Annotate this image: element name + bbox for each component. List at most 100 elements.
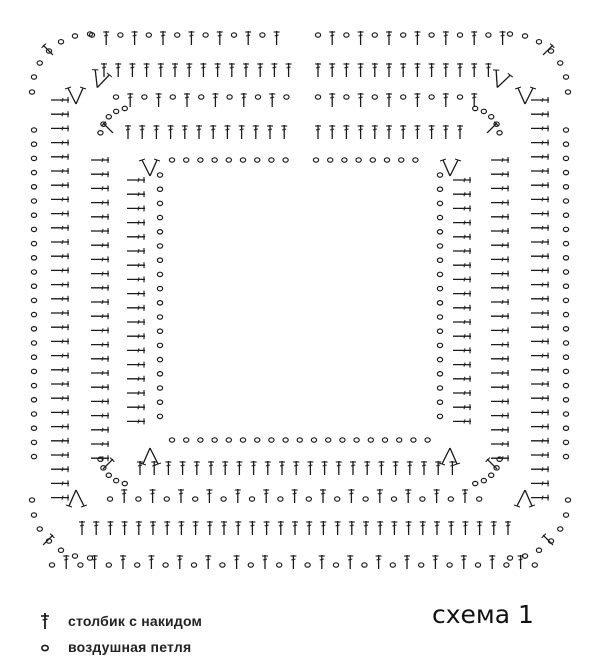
double-crochet-stitch (186, 63, 193, 77)
double-crochet-stitch (531, 466, 549, 473)
chain-stitch (71, 553, 79, 559)
double-crochet-stitch (51, 381, 69, 387)
double-crochet-stitch (531, 310, 549, 316)
chain-stitch (30, 212, 38, 219)
double-crochet-stitch (51, 253, 69, 260)
double-crochet-stitch (531, 381, 549, 387)
chain-stitch (436, 370, 444, 377)
stitch-fan (64, 86, 87, 105)
chain-stitch (562, 226, 570, 233)
double-crochet-stitch (442, 125, 449, 139)
chain-stitch (247, 562, 254, 568)
double-crochet-stitch (376, 489, 383, 503)
stitch-fan (439, 158, 462, 177)
chain-stitch (156, 328, 164, 335)
chain-stitch (480, 108, 488, 115)
double-crochet-stitch (51, 196, 69, 203)
chain-stitch (156, 299, 164, 306)
double-crochet-stitch (375, 555, 382, 569)
double-crochet-stitch (453, 418, 471, 425)
stitch-fan (138, 158, 161, 177)
chain-stitch (436, 299, 444, 306)
double-crochet-stitch (491, 426, 509, 433)
double-crochet-stitch (91, 455, 109, 462)
chain-stitch (254, 437, 261, 443)
chain-stitch (488, 472, 495, 479)
double-crochet-stitch (214, 63, 221, 77)
double-crochet-stitch (531, 111, 549, 118)
chain-stitch (239, 437, 247, 443)
chain-stitch (226, 94, 233, 100)
double-crochet-stitch (491, 441, 509, 447)
double-crochet-stitch (453, 191, 471, 198)
chain-stitch (30, 283, 38, 290)
double-crochet-stitch (127, 290, 145, 297)
chain-stitch (436, 342, 444, 349)
double-crochet-stitch (250, 461, 257, 475)
double-crochet-stitch (188, 31, 195, 45)
chain-stitch (30, 141, 38, 148)
chain-stitch (535, 38, 543, 45)
double-crochet-stitch (224, 125, 231, 139)
chain-stitch (225, 437, 232, 443)
double-crochet-stitch (51, 437, 69, 444)
chain-stitch (169, 94, 176, 100)
double-crochet-stitch (127, 319, 145, 325)
double-crochet-stitch (485, 63, 492, 77)
chain-stitch (296, 437, 303, 443)
double-crochet-stitch (164, 521, 171, 535)
chain-stitch (562, 354, 570, 361)
chain-stitch (30, 425, 38, 432)
double-crochet-stitch (51, 409, 69, 416)
double-crochet-stitch (91, 171, 109, 178)
legend-label-chain-stitch: воздушная петля (68, 639, 192, 655)
double-crochet-stitch (453, 333, 471, 340)
double-crochet-stitch (127, 191, 145, 198)
double-crochet-stitch (131, 31, 138, 45)
double-crochet-stitch (404, 555, 410, 569)
double-crochet-stitch (51, 352, 69, 359)
double-crochet-stitch (151, 461, 158, 475)
double-crochet-stitch (386, 93, 392, 107)
chain-stitch (562, 368, 570, 375)
double-crochet-stitch (91, 398, 109, 405)
chain-stitch (239, 157, 247, 163)
chain-stitch (190, 562, 198, 568)
chain-stitch (100, 465, 107, 471)
double-crochet-stitch (51, 153, 69, 160)
double-crochet-stitch (491, 299, 509, 305)
chain-stitch (211, 437, 218, 443)
chain-stitch (436, 328, 444, 335)
chain-stitch (30, 184, 38, 190)
double-crochet-stitch (531, 366, 549, 373)
chain-stitch (156, 342, 164, 349)
chain-stitch (424, 437, 431, 443)
double-crochet-stitch (155, 93, 162, 107)
double-crochet-stitch (184, 93, 190, 107)
chain-stitch (436, 200, 444, 207)
double-crochet-stitch (269, 93, 276, 107)
chain-stitch (531, 562, 539, 568)
chain-stitch (562, 269, 570, 275)
chain-stitch (145, 32, 152, 38)
chain-stitch (400, 32, 407, 38)
chain-stitch (45, 48, 53, 54)
chain-stitch (168, 157, 176, 163)
double-crochet-stitch (127, 205, 145, 212)
double-crochet-stitch (531, 239, 549, 245)
double-crochet-stitch (334, 521, 341, 535)
chain-stitch (268, 437, 275, 443)
chain-stitch (562, 184, 570, 190)
chain-stitch (121, 480, 128, 487)
double-crochet-stitch (102, 457, 115, 470)
double-crochet-stitch (216, 31, 223, 45)
chain-stitch (390, 496, 398, 502)
double-crochet-stitch (127, 177, 145, 183)
chain-stitch (480, 477, 488, 484)
double-crochet-stitch (91, 426, 109, 433)
chain-stitch (220, 496, 227, 502)
chain-stitch (30, 240, 38, 247)
legend-row-double-crochet: столбик с накидом (30, 608, 202, 634)
chain-stitch (369, 157, 376, 163)
chain-stitch (30, 453, 38, 460)
